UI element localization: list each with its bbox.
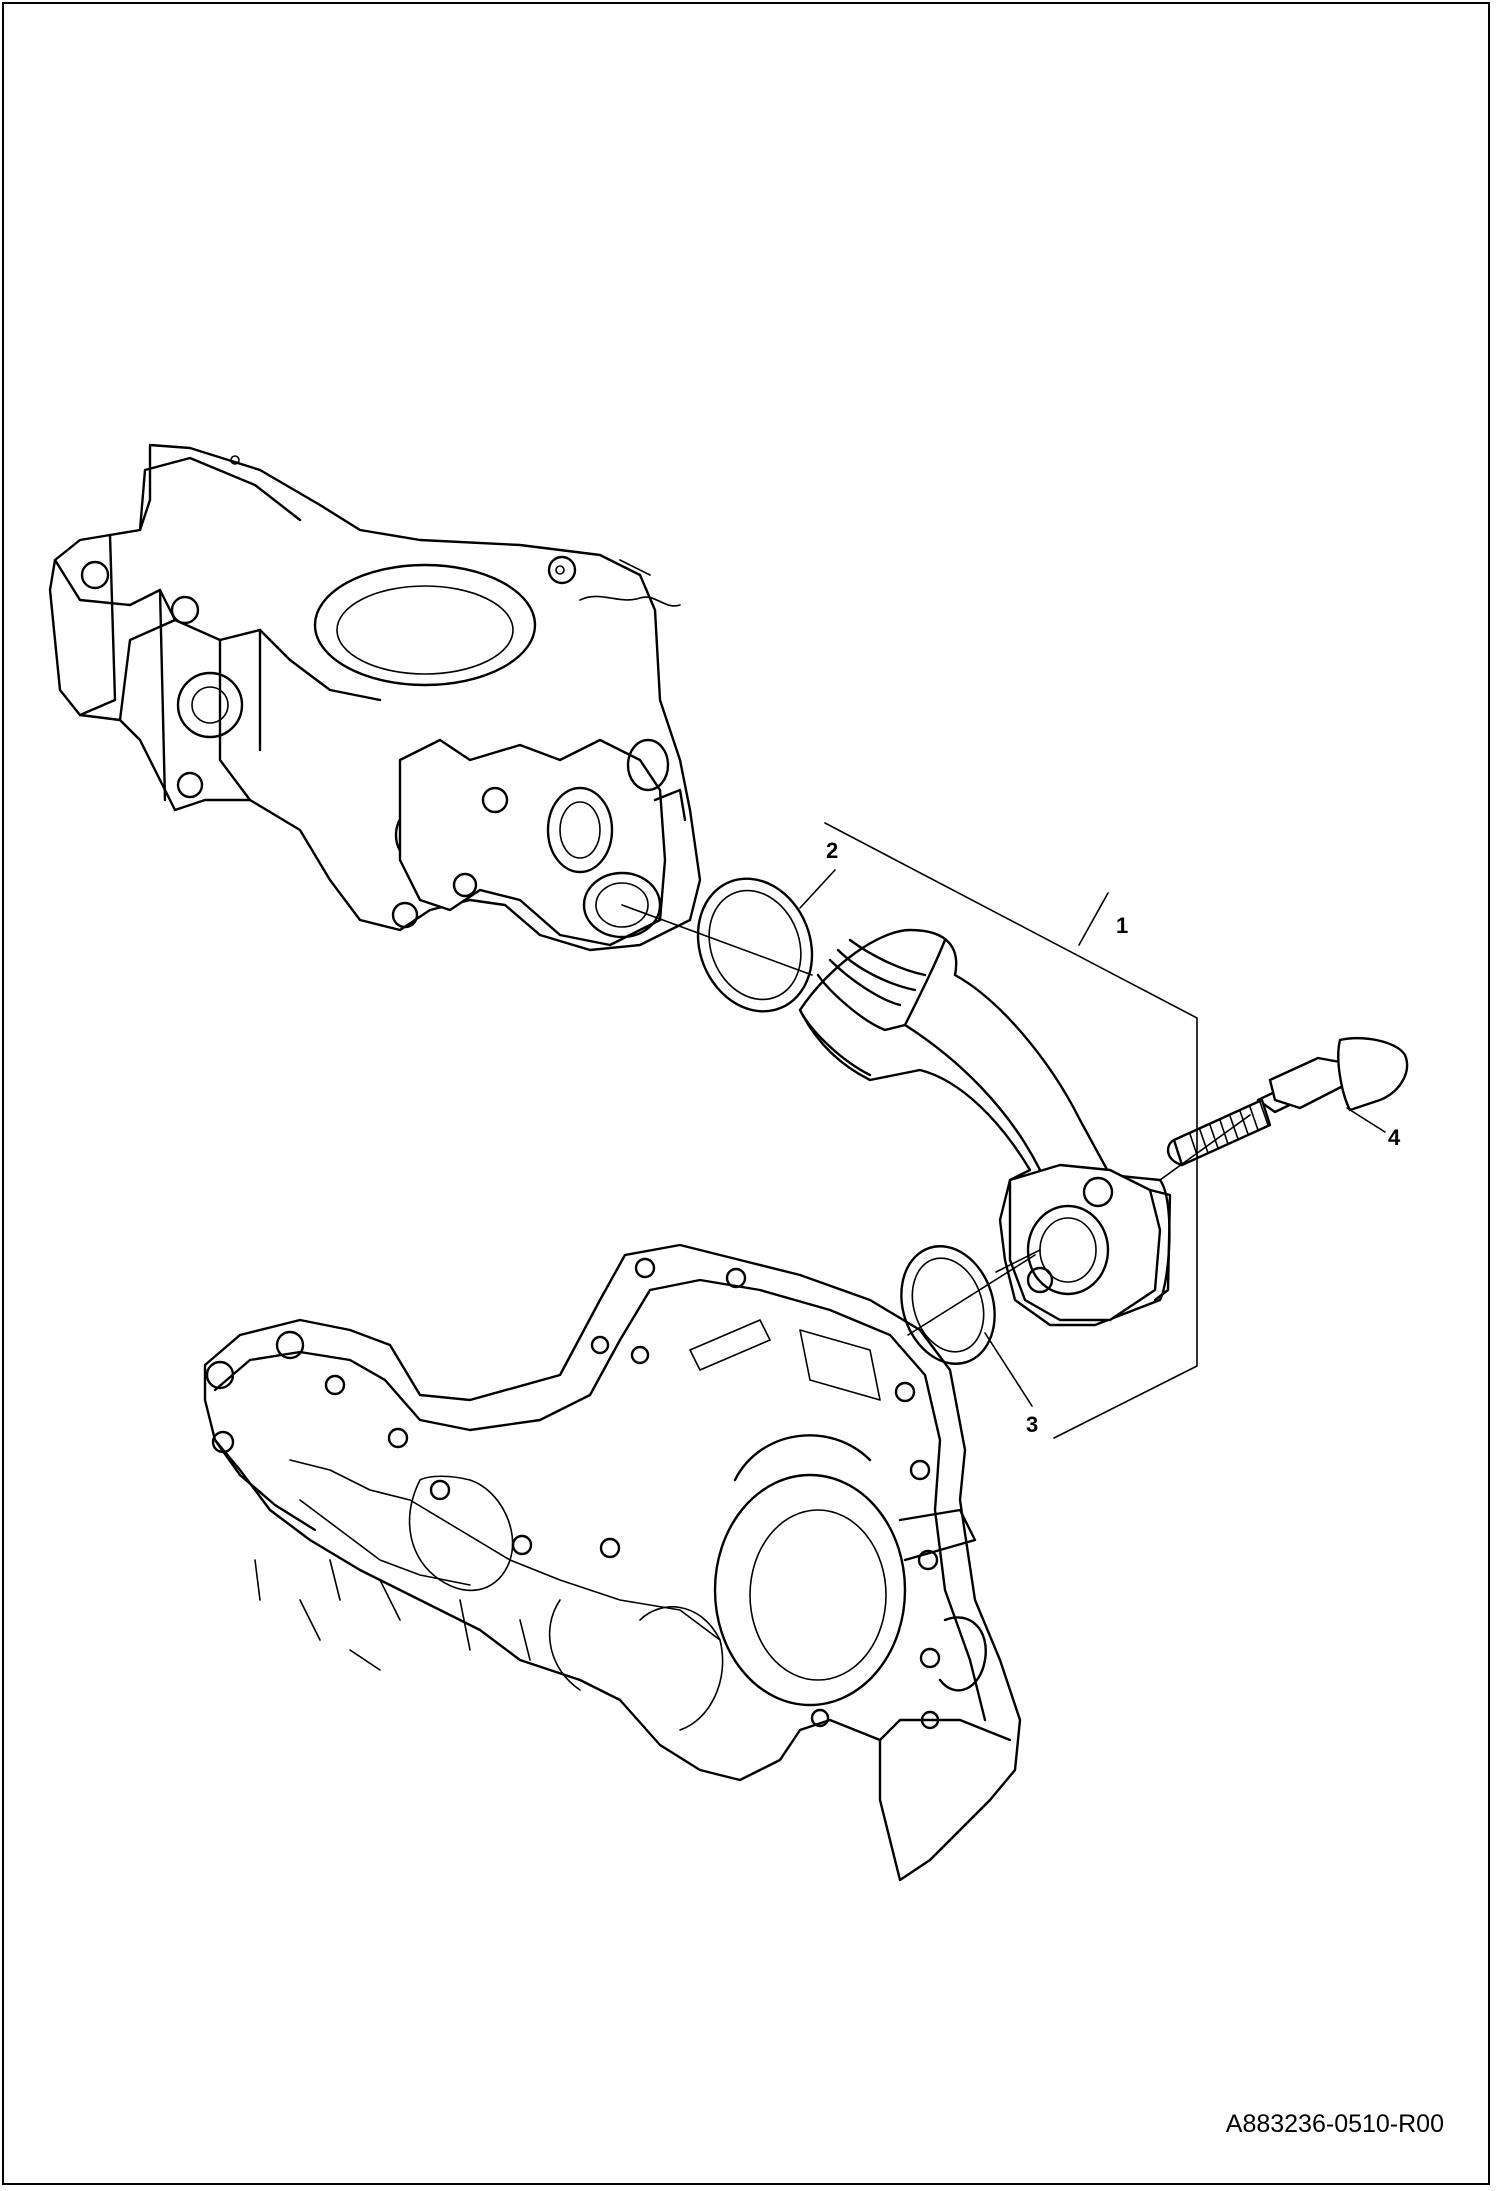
- callout-1: 1: [1116, 913, 1128, 938]
- o-ring-upper: [696, 877, 814, 1013]
- callout-2: 2: [826, 838, 838, 863]
- assembly-lines: [621, 904, 1251, 1336]
- flange-bolt: [1166, 1036, 1409, 1167]
- o-ring-lower: [900, 1245, 996, 1365]
- lower-housing: [203, 1243, 1022, 1882]
- callout-labels: 2 1 3 4: [826, 838, 1401, 1437]
- leader-lines: [799, 822, 1386, 1439]
- document-id: A883236-0510-R00: [1225, 2110, 1444, 2138]
- callout-4: 4: [1388, 1125, 1401, 1150]
- upper-casting: [48, 443, 702, 952]
- callout-3: 3: [1026, 1412, 1038, 1437]
- elbow-pipe: [798, 928, 1172, 1327]
